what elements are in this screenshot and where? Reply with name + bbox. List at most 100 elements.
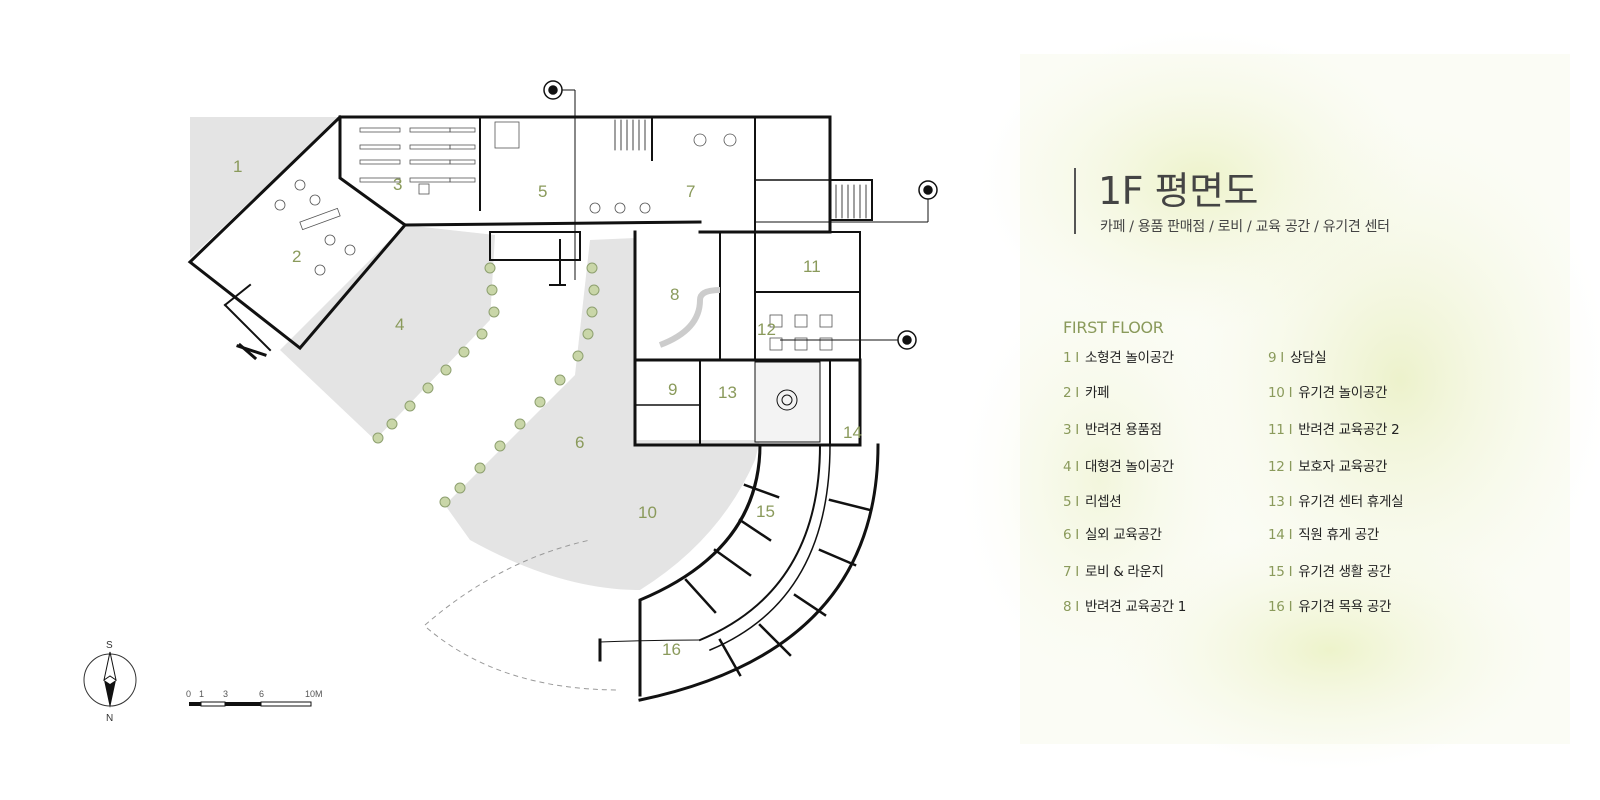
scale-label: 6 [259,689,264,699]
walls [187,114,880,702]
legend-item-label: 유기견 놀이공간 [1298,385,1388,401]
legend-item-label: 반려견 교육공간 2 [1298,422,1400,438]
room-numbers: 1 2 3 4 5 6 7 8 9 10 11 12 13 14 15 16 [233,157,862,659]
room-number: 13 [718,383,737,402]
legend-item-number: 5 [1063,494,1072,510]
scale-label: 10M [305,689,323,699]
room-number: 15 [756,502,775,521]
room-number: 7 [686,182,695,201]
legend-item-separator: I [1288,527,1293,543]
floor-plan: 1 2 3 4 5 6 7 8 9 10 11 12 13 14 15 16 S… [83,80,938,724]
legend-item-number: 1 [1063,350,1072,366]
room-number: 2 [292,247,301,266]
legend-item-number: 12 [1268,459,1285,475]
legend-item-separator: I [1075,599,1079,615]
legend-item-separator: I [1075,494,1079,510]
room-number: 16 [662,640,681,659]
legend-item-separator: I [1280,350,1284,366]
legend-item-number: 11 [1268,422,1285,438]
legend-item-label: 직원 휴게 공간 [1298,527,1379,543]
legend-item-separator: I [1075,564,1079,580]
legend-item-label: 유기견 목욕 공간 [1298,599,1392,615]
legend-heading: FIRST FLOOR [1063,318,1164,337]
legend-item-label: 소형견 놀이공간 [1084,350,1174,366]
scale-label: 3 [223,689,228,699]
room-number: 3 [393,175,402,194]
legend-item-number: 6 [1063,527,1072,543]
legend-item-number: 14 [1268,527,1285,543]
legend-item-label: 유기견 센터 휴게실 [1298,494,1404,510]
legend-item-label: 상담실 [1289,350,1327,366]
legend-item-number: 15 [1268,564,1285,580]
legend-item-separator: I [1075,527,1079,543]
legend-item-label: 유기견 생활 공간 [1298,564,1392,580]
scale-bar: 0 1 3 6 10M [186,689,323,707]
scale-label: 1 [199,689,204,699]
room-number: 8 [670,285,679,304]
legend-item-separator: I [1288,459,1293,475]
legend-item-separator: I [1288,422,1293,438]
legend-item-separator: I [1075,385,1079,401]
room-number: 4 [395,315,404,334]
legend-item-separator: I [1288,385,1293,401]
legend-item-number: 7 [1063,564,1072,580]
scale-label: 0 [186,689,191,699]
room-number: 9 [668,380,677,399]
legend-item-separator: I [1075,422,1079,438]
legend-item-number: 16 [1268,599,1285,615]
legend-item-number: 13 [1268,494,1285,510]
room-number: 1 [233,157,242,176]
legend-item-number: 2 [1063,385,1072,401]
room-number: 14 [843,423,862,442]
legend-item-label: 로비 & 라운지 [1084,564,1164,580]
compass-label-top: S [106,640,113,651]
legend-item-label: 반려견 용품점 [1084,422,1162,438]
outdoor-area-4 [280,225,495,440]
legend-item-number: 8 [1063,599,1072,615]
legend-item-label: 리셉션 [1084,494,1122,510]
legend-item-number: 4 [1063,459,1072,475]
legend-item-number: 10 [1268,385,1285,401]
legend-item-label: 카페 [1084,385,1110,401]
title-divider [1074,168,1076,234]
room-number: 10 [638,503,657,522]
legend-item-label: 반려견 교육공간 1 [1084,599,1187,615]
legend-item-label: 보호자 교육공간 [1298,459,1388,475]
legend-item-label: 실외 교육공간 [1084,527,1162,543]
page-subtitle: 카페 / 용품 판매점 / 로비 / 교육 공간 / 유기견 센터 [1100,219,1390,235]
compass-label-bottom: N [106,713,113,724]
legend-item-separator: I [1075,459,1079,475]
room-number: 12 [757,320,776,339]
legend-item-separator: I [1288,494,1293,510]
legend-item-separator: I [1075,350,1079,366]
furniture [274,121,833,351]
legend-item-number: 9 [1268,350,1277,366]
legend-item-label: 대형견 놀이공간 [1084,459,1174,475]
room-number: 11 [803,257,821,276]
outdoor-area-6-10 [445,238,760,590]
room-number: 6 [575,433,584,452]
legend-item-number: 3 [1063,422,1072,438]
room-number: 5 [538,182,547,201]
dashed-arc [424,539,621,691]
compass-icon: S N [83,640,137,724]
page-title: 1F 평면도 [1098,169,1259,213]
legend-item-separator: I [1288,564,1293,580]
